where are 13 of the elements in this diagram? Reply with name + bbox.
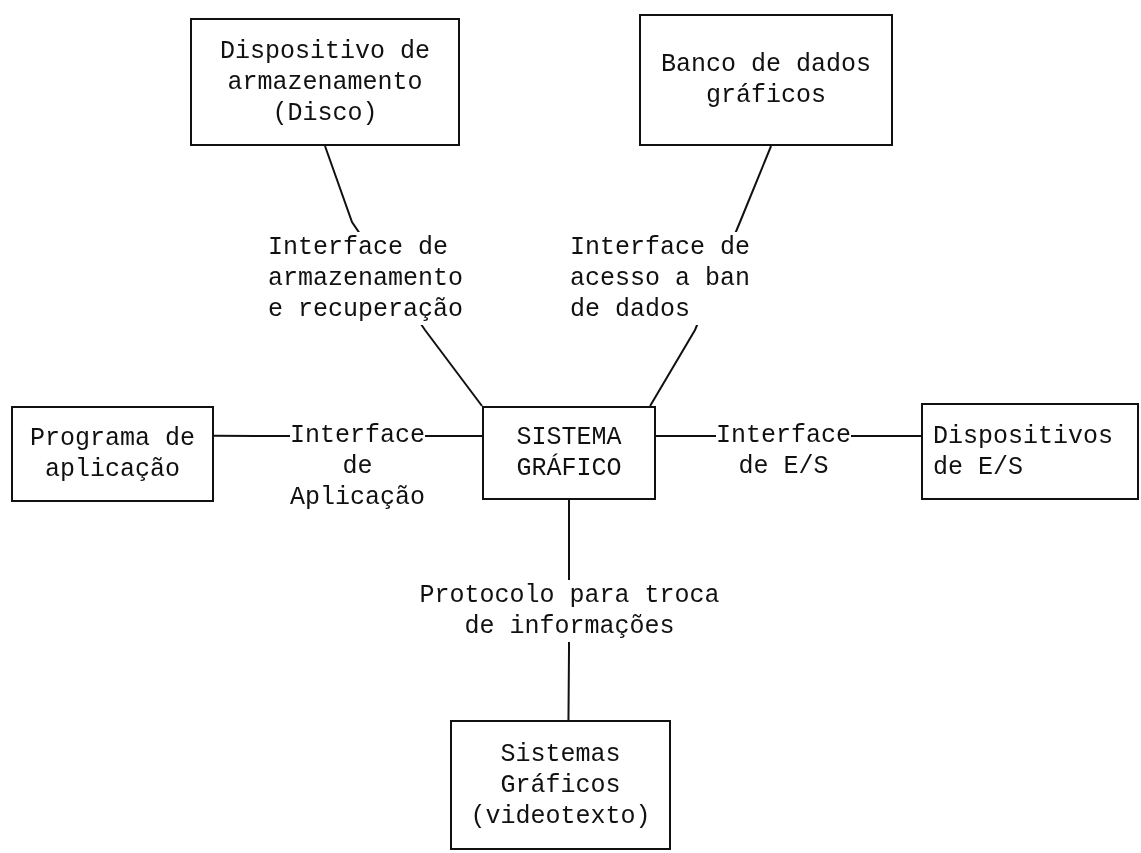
box-text: Dispositivo de armazenamento (Disco) [220, 35, 430, 129]
box-text: Programa de aplicação [30, 423, 195, 485]
box-text: Dispositivos de E/S [933, 420, 1113, 483]
process-box [482, 406, 656, 500]
process-box [190, 18, 460, 146]
box-text: SISTEMA GRÁFICO [515, 422, 623, 484]
edge-label: Interface de armazenamento e recuperação [268, 232, 464, 325]
box-text: Sistemas Gráficos (videotexto) [470, 738, 651, 832]
process-box [450, 720, 671, 850]
process-box [921, 403, 1139, 500]
process-box [11, 406, 214, 502]
process-box [639, 14, 893, 146]
box-text: Banco de dados gráficos [661, 49, 871, 111]
